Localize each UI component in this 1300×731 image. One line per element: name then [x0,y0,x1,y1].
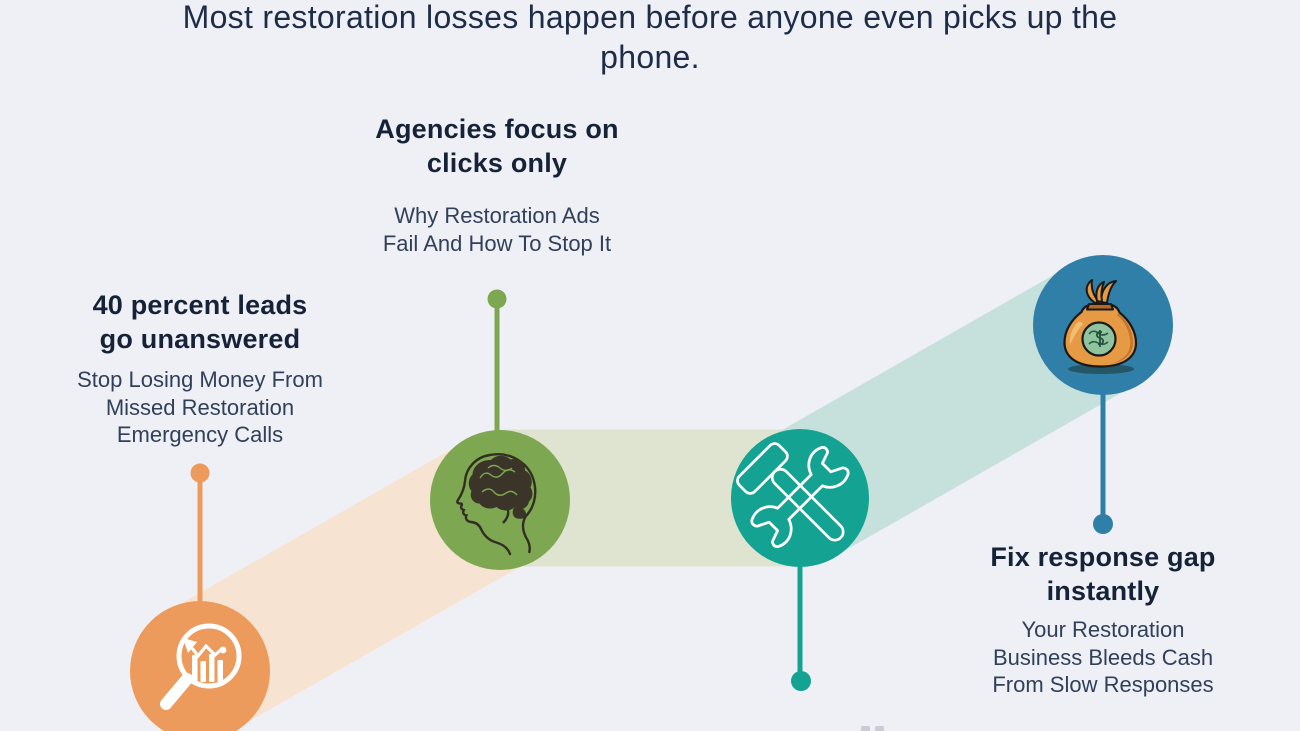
hammer-wrench-icon [736,442,850,548]
subtext-line: Why Restoration Ads [394,203,600,228]
face-profile-outline [456,453,512,556]
magnifier-lens [176,623,242,689]
milestone4-subtext: Your Restoration Business Bleeds Cash Fr… [938,616,1268,699]
cropped-text-hint [861,726,884,731]
brain-stem [502,509,510,524]
chart-bars [192,654,223,682]
head-brain-icon [456,453,537,556]
subtext-line: Fail And How To Stop It [382,230,612,256]
money-dollar-squiggle [1095,330,1105,347]
subtext-line: From Slow Responses [992,672,1214,697]
money-bag-icon [1063,279,1138,374]
heading-line: 40 percent leads [92,290,308,320]
main-title-line: phone. [600,39,700,75]
cerebellum [512,507,526,519]
subtext-line: Stop Losing Money From [77,367,323,392]
milestone1-dot [190,463,210,483]
heading-line: go unanswered [99,324,301,354]
bag-shadow [1068,364,1134,374]
hammer-head [736,442,789,495]
milestone1-text: 40 percent leads go unanswered Stop Losi… [35,288,365,449]
heading-line: instantly [1046,576,1160,606]
chart-trend-end-dot [219,646,227,654]
milestone4-text: Fix response gap instantly Your Restorat… [938,540,1268,699]
milestone2-subtext: Why Restoration Ads Fail And How To Stop… [332,202,662,257]
heading-line: Fix response gap [990,542,1216,572]
chart-trend-arrowhead [183,638,197,653]
subtext-line: Business Bleeds Cash [992,644,1214,670]
milestone4-dot [1093,514,1113,534]
magnifier-chart-icon [160,623,242,710]
milestone2-dot [487,289,507,309]
milestone1-heading: 40 percent leads go unanswered [35,288,365,356]
heading-line: clicks only [426,148,568,178]
bag-tie [1086,303,1114,311]
brain-folds [479,464,518,496]
milestone4-heading: Fix response gap instantly [938,540,1268,608]
head-back-outline [488,453,537,554]
milestone2-text: Agencies focus on clicks only Why Restor… [332,112,662,257]
heading-line: Agencies focus on [375,114,619,144]
subtext-line: Your Restoration [1021,617,1185,642]
subtext-line: Emergency Calls [116,422,284,447]
milestone1-subtext: Stop Losing Money From Missed Restoratio… [35,366,365,449]
hammer-handle [770,467,845,542]
bag-highlight [1069,321,1083,345]
bag-shading [1110,314,1133,364]
milestone2-heading: Agencies focus on clicks only [332,112,662,180]
milestone3-dot [791,671,811,691]
main-title: Most restoration losses happen before an… [0,0,1300,77]
hammer [736,442,845,542]
magnifier-handle [160,673,193,710]
chart-trend-line [190,643,224,659]
subtext-line: Missed Restoration [105,394,295,420]
bag-money-window [1081,321,1117,357]
brain-mass [468,455,533,511]
milestone3-circle [731,429,869,567]
bag-knot-tips [1085,279,1117,304]
wrench [750,446,850,548]
main-title-line: Most restoration losses happen before an… [182,0,1118,35]
